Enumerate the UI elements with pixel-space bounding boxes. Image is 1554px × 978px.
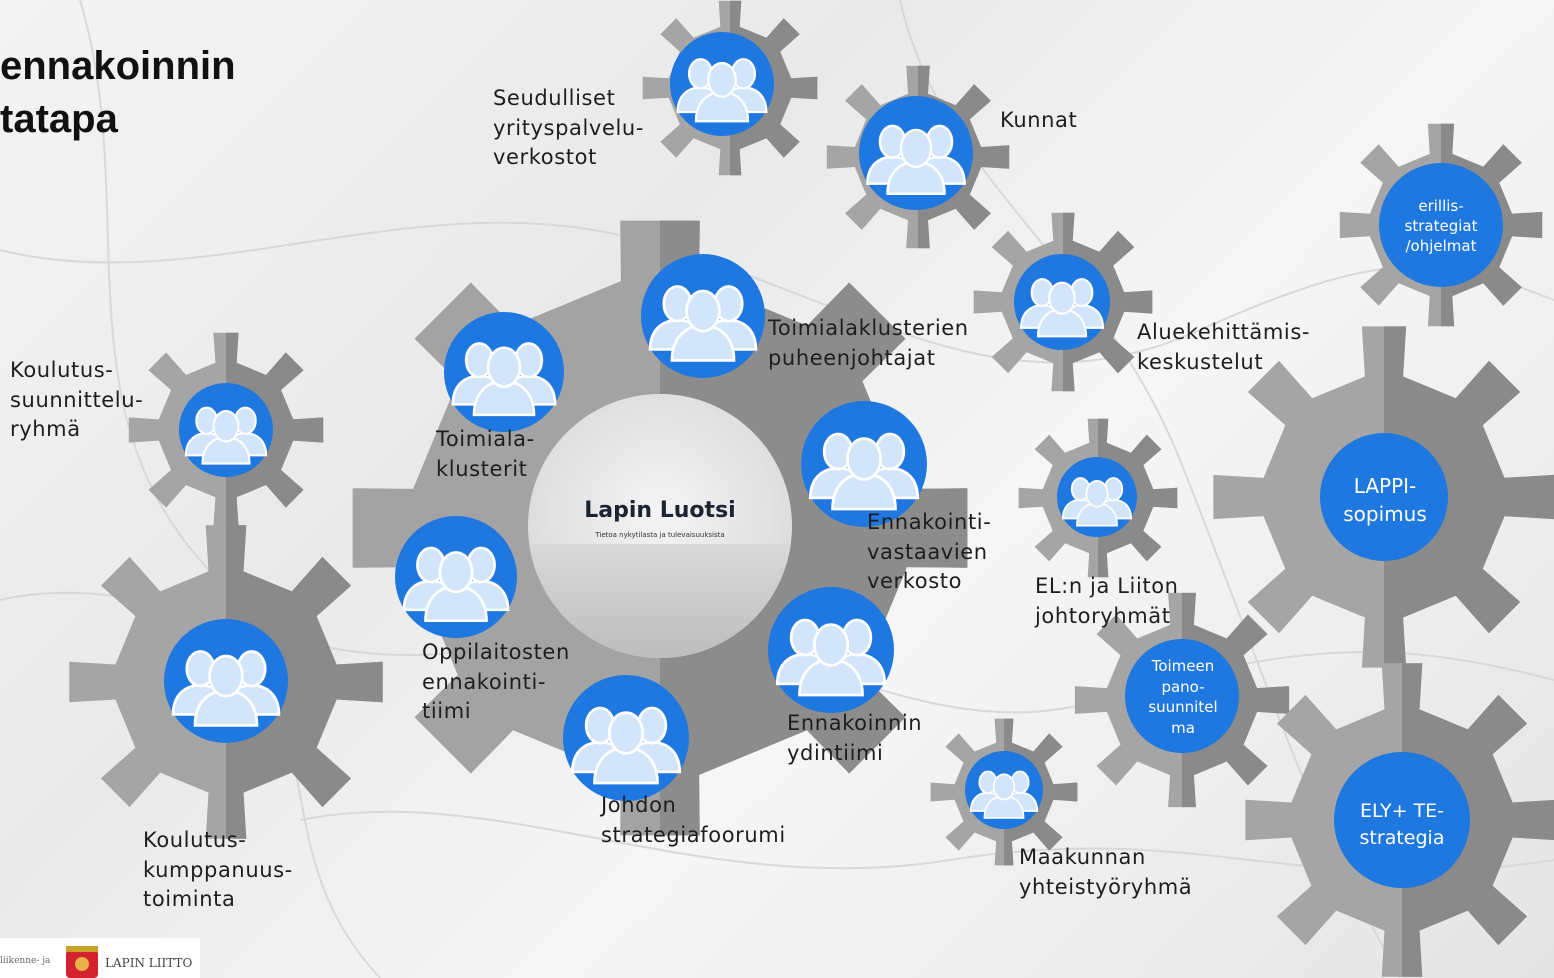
label-el-liiton: EL:n ja Liiton johtoryhmät <box>1035 574 1179 628</box>
circle-label-lappi: LAPPI- sopimus <box>1343 474 1427 526</box>
people-badge-aluekehittamis <box>1014 254 1110 350</box>
label-ennakointivastaavien: Ennakointi- vastaavien verkosto <box>867 510 992 593</box>
people-group-icon <box>775 618 887 697</box>
circle-label-toimeenpano: Toimeen pano- suunnitel ma <box>1148 657 1218 737</box>
people-badge-oppilaitosten <box>395 516 517 638</box>
people-group-icon <box>451 342 557 417</box>
people-group-icon <box>171 650 281 727</box>
logo-brand: Lapin Luotsi <box>584 498 736 523</box>
people-badge-johdon <box>563 675 689 801</box>
lapland-crest-icon <box>66 946 98 978</box>
people-badge-seudulliset <box>670 32 774 136</box>
page-title: ennakoinnin tatapa <box>0 40 236 146</box>
people-group-icon <box>676 58 768 123</box>
people-badge-el-liiton <box>1057 457 1137 537</box>
circle-lappi <box>1320 433 1448 561</box>
lapin-liitto-logo: liikenne- ja LAPIN LIITTO <box>0 938 200 978</box>
lake-image <box>528 544 792 658</box>
people-group-icon <box>808 432 920 511</box>
circle-label-ely: ELY+ TE- strategia <box>1359 800 1445 849</box>
people-badge-koulutuskumppanuus <box>164 619 288 743</box>
label-ennakoinnin-ydintiimi: Ennakoinnin ydintiimi <box>787 711 923 765</box>
label-koulutus-suunnittelu: Koulutus- suunnittelu- ryhmä <box>10 358 144 441</box>
label-koulutuskumppanuus: Koulutus- kumppanuus- toiminta <box>143 828 293 911</box>
label-oppilaitosten: Oppilaitosten ennakointi- tiimi <box>422 640 570 723</box>
people-badge-koulutus-suunnittelu <box>179 383 273 477</box>
label-kunnat: Kunnat <box>1000 108 1078 132</box>
people-group-icon <box>648 285 758 362</box>
circle-label-erillis: erillis- strategiat /ohjelmat <box>1404 197 1478 255</box>
people-badge-toimialaklusterit <box>444 312 564 432</box>
footer-partial-text: liikenne- ja <box>0 956 51 966</box>
label-johdon: Johdon strategiafoorumi <box>601 793 786 847</box>
people-group-icon <box>184 406 268 465</box>
lapin-luotsi-logo: Lapin Luotsi Tietoa nykytilasta ja tulev… <box>528 394 792 658</box>
circle-ely <box>1334 752 1470 888</box>
logo-tagline: Tietoa nykytilasta ja tulevaisuuksista <box>595 531 725 539</box>
label-maakunnan: Maakunnan yhteistyöryhmä <box>1019 845 1193 899</box>
footer-org-name: LAPIN LIITTO <box>105 956 193 970</box>
people-group-icon <box>402 546 510 622</box>
label-aluekehittamis: Aluekehittämis- keskustelut <box>1137 320 1311 374</box>
people-group-icon <box>866 124 966 195</box>
people-badge-ennakointivastaavien <box>801 401 927 527</box>
people-badge-maakunnan <box>965 751 1043 829</box>
label-seudulliset: Seudulliset yrityspalvelu- verkostot <box>493 86 645 169</box>
title-line-2: tatapa <box>0 97 118 141</box>
people-badge-ennakoinnin-ydintiimi <box>768 587 894 713</box>
people-badge-toimialaklusterien <box>641 254 765 378</box>
people-group-icon <box>1019 278 1105 338</box>
people-group-icon <box>1062 477 1132 527</box>
label-toimialaklusterit: Toimiala- klusterit <box>436 427 535 481</box>
people-badge-kunnat <box>859 96 973 210</box>
people-group-icon <box>570 706 682 785</box>
circle-toimeenpano <box>1125 639 1239 753</box>
people-group-icon <box>969 770 1039 819</box>
title-line-1: ennakoinnin <box>0 44 236 88</box>
label-toimialaklusterien: Toimialaklusterien puheenjohtajat <box>768 316 969 370</box>
circle-erillis <box>1379 163 1503 287</box>
